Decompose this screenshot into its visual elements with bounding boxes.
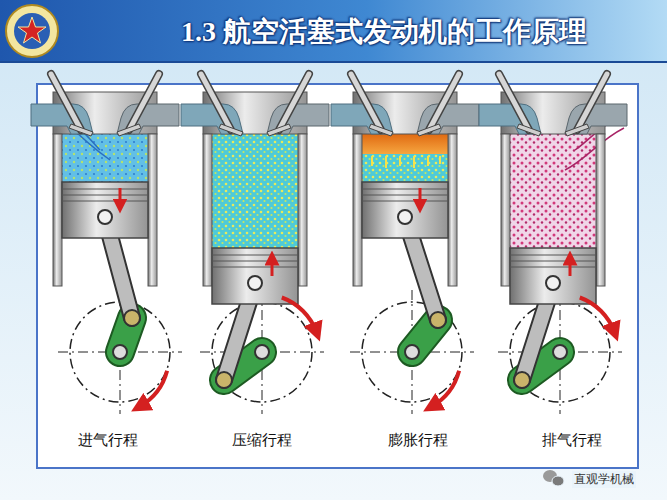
exhaust-stroke-engine <box>479 74 627 414</box>
rotation-arrow <box>432 371 459 407</box>
motion-arrow <box>271 258 274 276</box>
title-band <box>0 0 667 62</box>
crank-pin <box>216 372 232 388</box>
crankshaft <box>553 345 567 359</box>
burning-charge <box>362 134 448 182</box>
motion-arrow <box>419 188 422 206</box>
emblem-logo <box>6 5 58 57</box>
crank-pin <box>124 310 140 326</box>
stroke-label: 膨胀行程 <box>388 431 448 450</box>
stroke-label: 排气行程 <box>542 431 602 450</box>
crankshaft <box>113 345 127 359</box>
crank-pin <box>430 312 446 328</box>
exhaust-gas <box>510 134 596 248</box>
intake-stroke-engine <box>31 74 182 414</box>
title-band-rule <box>0 61 667 63</box>
stroke-label: 压缩行程 <box>232 431 292 450</box>
intake-charge <box>62 134 148 182</box>
crankshaft <box>255 345 269 359</box>
motion-arrow <box>569 258 572 276</box>
crank-pin <box>514 372 530 388</box>
compression-stroke-engine <box>181 74 329 414</box>
rotation-arrow <box>580 298 615 333</box>
rotation-arrow <box>140 371 167 407</box>
diagram-panel <box>37 84 638 468</box>
compressed-charge <box>212 134 298 248</box>
wechat-icon <box>543 470 564 486</box>
power-stroke-engine <box>331 74 479 414</box>
motion-arrow <box>119 188 122 206</box>
crankshaft <box>405 345 419 359</box>
slide-title: 1.3 航空活塞式发动机的工作原理 <box>181 13 587 51</box>
combustion-flame <box>362 134 448 154</box>
rotation-arrow <box>282 298 317 333</box>
watermark: 直观学机械 <box>572 471 636 488</box>
expansion-rays <box>372 156 440 168</box>
stroke-label: 进气行程 <box>78 431 138 450</box>
